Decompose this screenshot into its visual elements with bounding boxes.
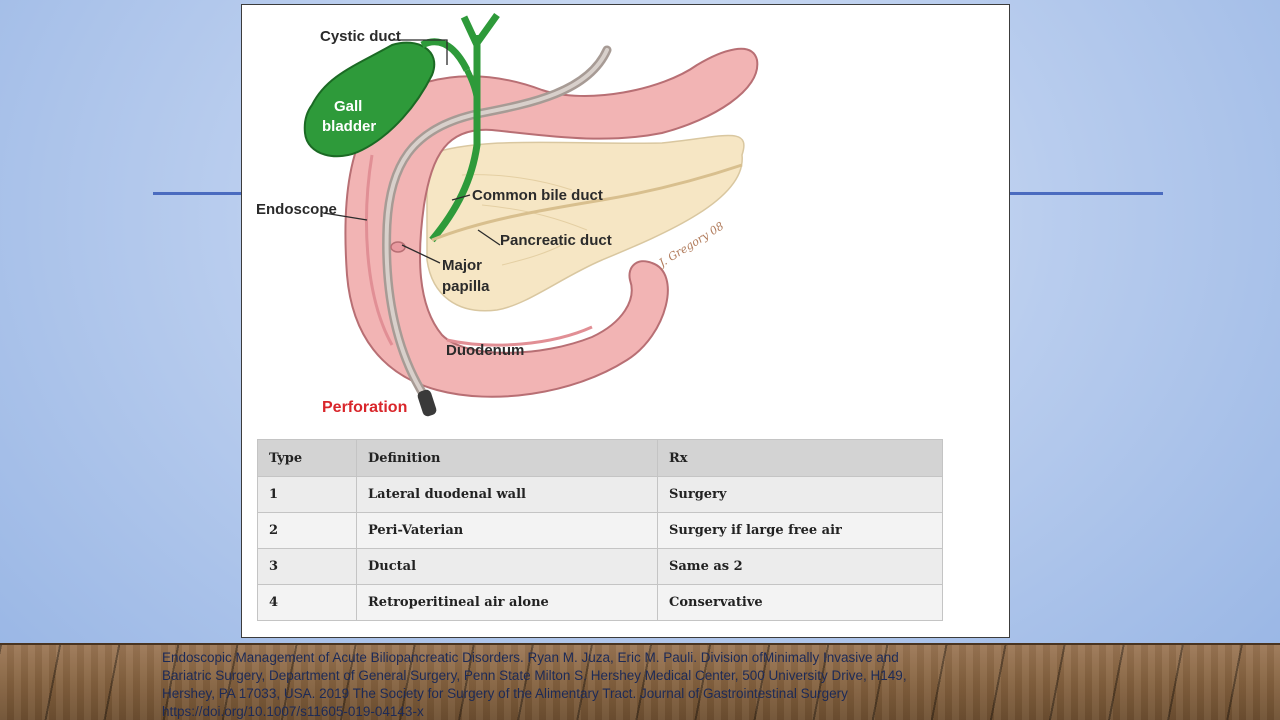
cell-type: 4 [257, 584, 357, 621]
gall-bladder-shape [303, 41, 436, 158]
wood-floor-background [0, 643, 1280, 720]
label-duodenum: Duodenum [446, 342, 524, 359]
cell-definition: Lateral duodenal wall [356, 476, 658, 513]
citation-line-3: Hershey, PA 17033, USA. 2019 The Society… [162, 686, 848, 701]
cell-type: 2 [257, 512, 357, 549]
label-cystic-duct: Cystic duct [320, 28, 401, 45]
cell-rx: Same as 2 [657, 548, 943, 585]
pancreatic-duct [431, 163, 743, 242]
label-common-bile-duct: Common bile duct [472, 187, 603, 204]
citation-line-2: Bariatric Surgery, Department of General… [162, 668, 907, 683]
cell-rx: Surgery [657, 476, 943, 513]
figure-card: Cystic duct Gall bladder Endoscope Commo… [241, 4, 1010, 638]
column-header-rx: Rx [657, 439, 943, 477]
label-major-papilla-line2: papilla [442, 278, 490, 295]
column-header-definition: Definition [356, 439, 658, 477]
table-row: 4 Retroperitineal air alone Conservative [257, 584, 943, 621]
citation-line-1: Endoscopic Management of Acute Biliopanc… [162, 650, 899, 665]
label-endoscope: Endoscope [256, 201, 337, 218]
label-gall-bladder-line2: bladder [322, 118, 376, 135]
citation-text: Endoscopic Management of Acute Biliopanc… [162, 649, 1062, 720]
common-bile-duct [429, 100, 481, 243]
cell-type: 3 [257, 548, 357, 585]
label-perforation: Perforation [322, 399, 407, 416]
table-row: 2 Peri-Vaterian Surgery if large free ai… [257, 512, 943, 549]
column-header-type: Type [257, 439, 357, 477]
label-gall-bladder-line1: Gall [334, 98, 362, 115]
cell-type: 1 [257, 476, 357, 513]
cell-definition: Ductal [356, 548, 658, 585]
cell-rx: Surgery if large free air [657, 512, 943, 549]
cell-rx: Conservative [657, 584, 943, 621]
title-accent-line-right [1008, 192, 1163, 195]
citation-doi-link[interactable]: https://doi.org/10.1007/s11605-019-04143… [162, 704, 424, 719]
title-accent-line-left [153, 192, 243, 195]
table-header-row: Type Definition Rx [257, 439, 943, 477]
table-row: 1 Lateral duodenal wall Surgery [257, 476, 943, 513]
duodenal-perforation-diagram: Cystic duct Gall bladder Endoscope Commo… [256, 12, 759, 417]
cell-definition: Peri-Vaterian [356, 512, 658, 549]
duodenum-shape [344, 47, 759, 398]
cell-definition: Retroperitineal air alone [356, 584, 658, 621]
label-pancreatic-duct: Pancreatic duct [500, 232, 612, 249]
perforation-type-table: Type Definition Rx 1 Lateral duodenal wa… [257, 439, 943, 621]
table-row: 3 Ductal Same as 2 [257, 548, 943, 585]
pancreas-shape [426, 134, 745, 312]
label-major-papilla-line1: Major [442, 257, 482, 274]
